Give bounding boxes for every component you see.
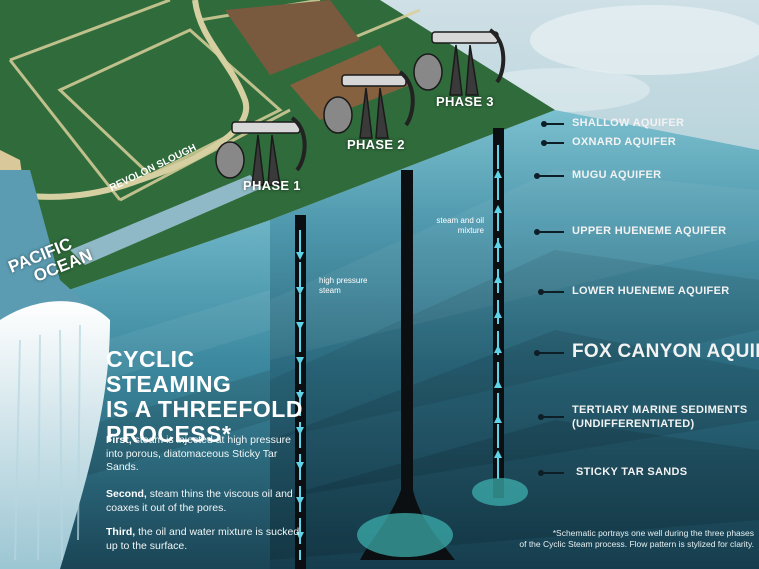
aquifer-label-shallow: SHALLOW AQUIFER	[572, 117, 685, 129]
paragraph-text: the oil and water mixture is sucked up t…	[106, 526, 300, 552]
aquifer-label-lower-hueneme: LOWER HUENEME AQUIFER	[572, 285, 730, 297]
pumpjack-2	[323, 70, 415, 139]
annotation-line2: mixture	[457, 226, 484, 235]
footnote-line1: *Schematic portrays one well during the …	[552, 528, 754, 538]
steam-oil-annotation: steam and oil mixture	[428, 216, 484, 236]
well-pipe	[401, 170, 413, 510]
phase-1-label: PHASE 1	[243, 178, 301, 193]
headline-line1: CYCLIC STEAMING	[106, 346, 232, 397]
strata-band	[270, 250, 759, 440]
phase-3-label: PHASE 3	[436, 94, 494, 109]
well-2	[357, 170, 455, 560]
ocean	[0, 170, 105, 330]
paragraph-second: Second, steam thins the viscous oil and …	[106, 488, 306, 515]
arrow-heads	[494, 170, 502, 458]
waterfall-streaks	[14, 324, 81, 561]
paragraph-third: Third, the oil and water mixture is suck…	[106, 526, 306, 553]
revolon-slough	[70, 175, 262, 265]
high-pressure-annotation: high pressure steam	[319, 276, 367, 296]
cloud	[530, 5, 759, 75]
pumpjack-3	[413, 28, 506, 96]
tertiary-line1: TERTIARY MARINE SEDIMENTS	[572, 404, 748, 416]
footnote: *Schematic portrays one well during the …	[498, 528, 754, 550]
aquifer-label-tertiary: TERTIARY MARINE SEDIMENTS (UNDIFFERENTIA…	[572, 403, 748, 431]
aquifer-tick	[538, 289, 564, 295]
phase-2-label: PHASE 2	[347, 137, 405, 152]
strata-band	[40, 370, 270, 490]
paragraph-first: First, steam is injected at high pressur…	[106, 434, 306, 475]
aquifer-label-tar-sands: STICKY TAR SANDS	[576, 466, 688, 478]
aquifer-tick	[541, 140, 564, 146]
aquifer-label-fox-canyon: FOX CANYON AQUIFER	[572, 341, 759, 362]
aquifer-tick	[541, 121, 564, 127]
well-3	[472, 128, 528, 506]
strata-band	[270, 170, 759, 360]
steam-cloud	[357, 513, 453, 557]
paragraph-lead: Third,	[106, 526, 136, 538]
aquifer-label-upper-hueneme: UPPER HUENEME AQUIFER	[572, 225, 727, 237]
annotation-line2: steam	[319, 286, 341, 295]
aquifer-tick	[534, 350, 564, 356]
paragraph-text: steam thins the viscous oil and coaxes i…	[106, 488, 293, 514]
paragraph-text: steam is injected at high pressure into …	[106, 434, 292, 473]
headline-line2: IS A THREEFOLD	[106, 396, 303, 422]
waterfall	[0, 301, 110, 569]
annotation-line1: high pressure	[319, 276, 368, 285]
aquifer-tick	[534, 229, 564, 235]
tertiary-line2: (UNDIFFERENTIATED)	[572, 418, 695, 430]
headline: CYCLIC STEAMING IS A THREEFOLD PROCESS*	[106, 347, 306, 447]
headline-line3: PROCESS*	[106, 421, 232, 447]
annotation-line1: steam and oil	[436, 216, 484, 225]
strata-left-face	[40, 220, 270, 569]
steam-cloud	[472, 478, 528, 506]
aquifer-label-mugu: MUGU AQUIFER	[572, 169, 662, 181]
strata-right-face	[270, 110, 759, 569]
paragraph-lead: Second,	[106, 488, 147, 500]
aquifer-tick	[534, 173, 564, 179]
arrow-heads	[296, 252, 304, 540]
paragraph-lead: First,	[106, 434, 132, 446]
footnote-line2: of the Cyclic Steam process. Flow patter…	[519, 539, 754, 549]
strata-band	[270, 330, 759, 500]
plowed-field	[225, 0, 360, 75]
road	[19, 0, 250, 200]
aquifer-tick	[538, 470, 564, 476]
pumpjack-1	[215, 116, 307, 186]
aquifer-tick	[538, 414, 564, 420]
well-1	[295, 215, 306, 569]
aquifer-label-oxnard: OXNARD AQUIFER	[572, 136, 677, 148]
